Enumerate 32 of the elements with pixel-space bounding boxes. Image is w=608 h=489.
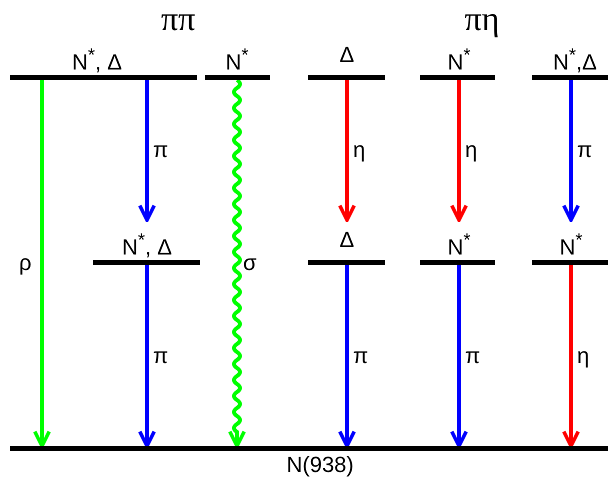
level-label: N$^{*}$ bbox=[448, 228, 471, 260]
level-label: N(938) bbox=[286, 453, 354, 477]
arrow bbox=[138, 265, 156, 448]
level-label: N$^{*}$, Δ bbox=[122, 228, 172, 260]
edge-label: η bbox=[353, 138, 366, 162]
arrow bbox=[450, 265, 468, 448]
level-label: Δ bbox=[340, 228, 354, 252]
channel-heading: πη bbox=[464, 2, 500, 38]
level-label: Δ bbox=[340, 43, 354, 67]
edge-label: π bbox=[153, 138, 168, 162]
edge-label: π bbox=[153, 344, 168, 368]
level-label: N$^{*}$ bbox=[560, 228, 583, 260]
arrow bbox=[33, 80, 51, 448]
arrow bbox=[562, 265, 580, 448]
edge-label: π bbox=[465, 344, 480, 368]
level-label: N$^{*}$ bbox=[448, 43, 471, 74]
level-label: N$^{*}$ bbox=[226, 43, 249, 74]
edge-label: σ bbox=[243, 251, 257, 275]
channel-heading: ππ bbox=[161, 2, 196, 38]
arrow bbox=[450, 80, 468, 222]
arrow bbox=[338, 265, 356, 448]
level-label: N$^{*}$,Δ bbox=[553, 43, 597, 74]
edge-label: π bbox=[577, 138, 592, 162]
edge-label: η bbox=[577, 344, 590, 368]
arrow bbox=[338, 80, 356, 222]
edge-label: ρ bbox=[19, 251, 32, 275]
arrow bbox=[138, 80, 156, 222]
arrow bbox=[562, 80, 580, 222]
wavy-arrow bbox=[228, 78, 246, 448]
level-label: N$^{*}$, Δ bbox=[72, 43, 122, 74]
edge-label: η bbox=[465, 138, 478, 162]
edge-label: π bbox=[353, 344, 368, 368]
